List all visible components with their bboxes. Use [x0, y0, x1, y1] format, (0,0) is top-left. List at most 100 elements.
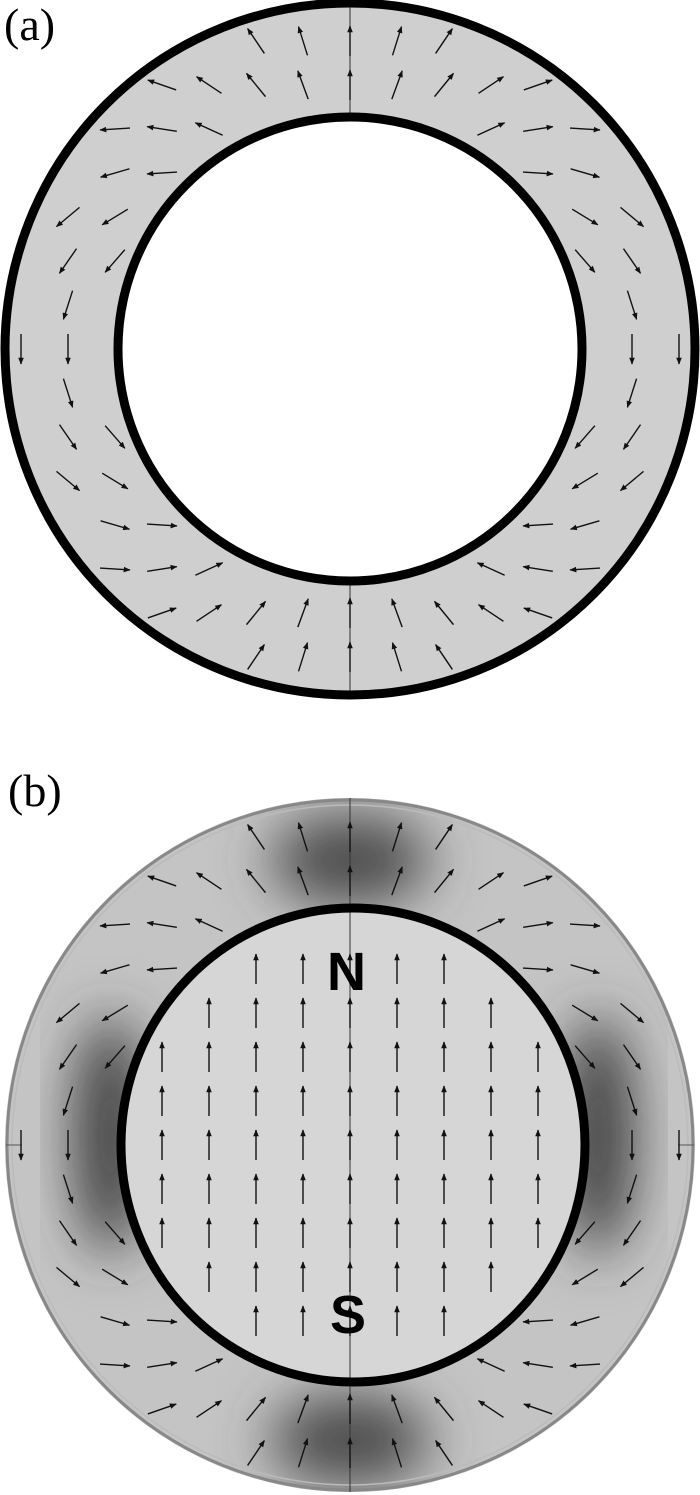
field-arrow: [58, 1220, 78, 1246]
field-arrow: [147, 607, 177, 619]
field-arrow: [297, 26, 309, 56]
field-arrow: [62, 378, 74, 408]
field-arrow: [620, 1002, 645, 1024]
field-arrow: [391, 70, 403, 100]
panel-a-label: (a): [4, 0, 56, 50]
panel-b-label: (b): [8, 765, 62, 816]
field-arrow: [626, 1174, 638, 1204]
field-arrow: [146, 170, 178, 177]
field-arrow: [247, 27, 265, 54]
field-arrow: [147, 875, 177, 887]
field-arrow: [62, 1174, 74, 1204]
field-arrow: [62, 290, 74, 320]
panel-b-magnet-boundary: [116, 903, 590, 1387]
panel-b-arrows: [18, 821, 682, 1468]
field-arrow: [626, 378, 638, 408]
field-arrow: [477, 604, 504, 622]
field-arrow: [99, 922, 131, 929]
field-arrow: [245, 1396, 267, 1422]
field-arrow: [55, 206, 80, 228]
field-arrow: [245, 72, 267, 98]
field-arrow: [58, 1044, 78, 1070]
field-arrow: [477, 122, 506, 136]
field-arrow: [574, 249, 596, 273]
field-arrow: [433, 72, 455, 98]
field-arrow: [195, 76, 222, 94]
field-arrow: [391, 1394, 403, 1424]
field-arrow: [391, 598, 403, 628]
field-arrow: [522, 170, 554, 177]
panel-a-inner-boundary: [113, 112, 587, 586]
field-arrow: [569, 922, 601, 929]
field-arrow: [622, 248, 642, 274]
field-arrow: [571, 472, 599, 490]
field-arrow: [104, 249, 126, 273]
field-arrow: [104, 425, 126, 449]
field-arrow: [569, 1362, 601, 1369]
panel-a-inner-hole: [118, 117, 582, 581]
field-arrow: [297, 598, 309, 628]
field-arrow: [478, 76, 505, 94]
field-arrow: [99, 168, 130, 179]
field-arrow: [569, 126, 601, 133]
field-arrow: [146, 920, 177, 929]
field-arrow: [476, 1358, 505, 1372]
field-arrow: [569, 1316, 600, 1327]
field-arrow: [104, 1045, 126, 1069]
field-arrow: [571, 1268, 599, 1286]
field-arrow: [245, 600, 267, 626]
field-arrow: [433, 868, 455, 894]
field-arrow: [620, 206, 645, 228]
field-arrow: [574, 425, 596, 449]
field-arrow: [476, 562, 505, 576]
field-arrow: [147, 79, 177, 91]
field-arrow: [574, 1045, 596, 1069]
field-arrow: [245, 868, 267, 894]
field-arrow: [569, 566, 601, 573]
field-arrow: [55, 1002, 80, 1024]
field-arrow: [523, 79, 553, 91]
field-arrow: [522, 1360, 553, 1369]
field-arrow: [522, 522, 554, 529]
field-arrow: [247, 643, 265, 670]
field-arrow: [101, 1268, 129, 1286]
field-arrow: [523, 920, 554, 929]
field-arrow: [100, 1316, 131, 1327]
field-arrow: [574, 1221, 596, 1245]
field-arrow: [147, 1403, 177, 1415]
field-arrow: [569, 520, 600, 531]
field-arrow: [433, 600, 455, 626]
field-arrow: [619, 1266, 644, 1288]
field-arrow: [522, 564, 553, 573]
field-arrow: [523, 124, 554, 133]
field-arrow: [523, 875, 553, 887]
panel-a-outer-boundary: [0, 0, 700, 700]
field-arrow: [146, 1318, 178, 1325]
field-arrow: [391, 866, 403, 896]
field-arrow: [104, 1221, 126, 1245]
field-arrow: [619, 470, 644, 492]
field-arrow: [146, 522, 178, 529]
panel-a: [0, 0, 700, 700]
field-arrow: [570, 168, 601, 179]
field-arrow: [435, 27, 453, 54]
field-arrow: [478, 872, 505, 890]
field-arrow: [196, 1400, 223, 1418]
field-arrow: [297, 1394, 309, 1424]
field-arrow: [147, 1360, 178, 1369]
field-arrow: [101, 208, 129, 226]
field-arrow: [101, 1004, 129, 1022]
field-arrow: [522, 966, 554, 973]
field-arrow: [247, 1439, 265, 1466]
field-arrow: [100, 520, 131, 531]
field-arrow: [391, 26, 403, 56]
field-arrow: [195, 872, 222, 890]
field-arrow: [297, 70, 309, 100]
field-arrow: [477, 1400, 504, 1418]
field-arrow: [391, 642, 403, 672]
north-pole-label: N: [327, 942, 366, 1002]
field-arrow: [297, 642, 309, 672]
field-arrow: [194, 918, 223, 932]
field-arrow: [56, 470, 81, 492]
